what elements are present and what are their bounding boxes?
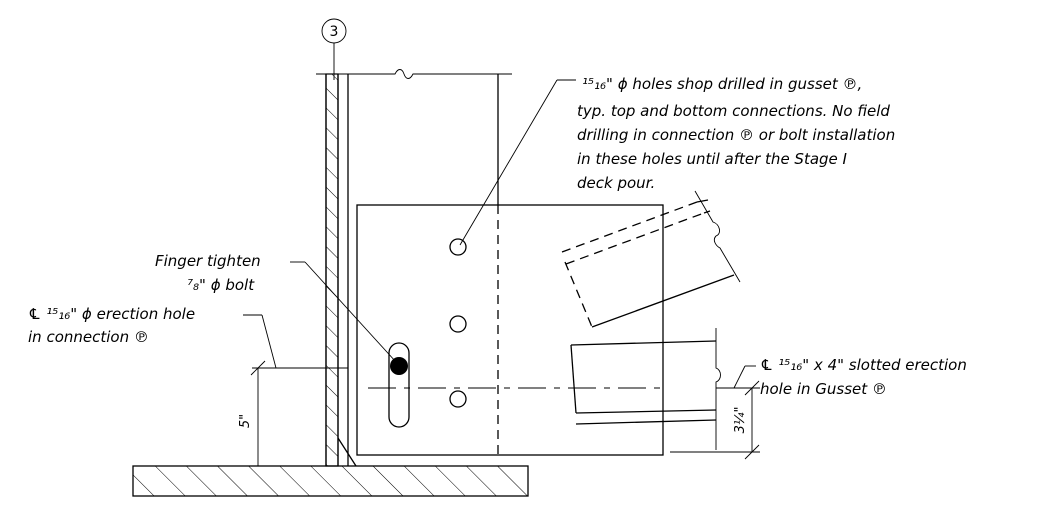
finger-tight-bolt [390, 357, 408, 375]
dimension-five-inch-label: 5" [238, 414, 253, 428]
top-break-line [316, 69, 512, 79]
note-finger-line-2: ⁷₈" ϕ bolt [187, 276, 255, 294]
note-holes-shop-drilled: ¹⁵₁₆" ϕ holes shop drilled in gusset ℗, … [577, 75, 895, 192]
note-slotted-hole: ℄ ¹⁵₁₆" x 4" slotted erection hole in Gu… [760, 356, 967, 398]
shop-drilled-holes [449, 238, 467, 408]
web-plate-section [325, 73, 339, 467]
column-web [325, 73, 499, 467]
dimension-five-inch: 5" [238, 360, 348, 466]
gridline-bubble: 3 [321, 18, 347, 80]
note-erection-line-2: in connection ℗ [28, 328, 149, 346]
gusset-plate [356, 204, 664, 456]
upper-brace [561, 190, 741, 328]
note-holes-line-3: drilling in connection ℗ or bolt install… [577, 126, 895, 144]
upper-brace-break [694, 190, 741, 283]
note-finger-tighten: Finger tighten ⁷₈" ϕ bolt [155, 252, 261, 294]
note-slotted-line-1: ℄ ¹⁵₁₆" x 4" slotted erection [760, 356, 967, 374]
note-finger-line-1: Finger tighten [155, 252, 261, 270]
note-holes-line-5: deck pour. [577, 174, 655, 192]
base-slab [132, 465, 529, 497]
dimension-three-quarter-label: 3¼" [733, 407, 748, 434]
hole-middle [449, 315, 467, 333]
leader-erection-hole [243, 314, 277, 369]
slot-outline [388, 342, 410, 428]
leader-holes-shop-drilled [459, 79, 576, 246]
leader-finger-tighten [290, 261, 397, 363]
dimension-three-quarter: 3¼" [670, 380, 760, 460]
lower-brace-break [715, 328, 721, 450]
note-holes-line-2: typ. top and bottom connections. No fiel… [577, 102, 890, 120]
lower-brace [570, 328, 721, 450]
gridline-label: 3 [330, 24, 339, 40]
note-holes-line-1: ¹⁵₁₆" ϕ holes shop drilled in gusset ℗, [582, 75, 862, 93]
leader-slotted-hole [733, 365, 756, 389]
base-stiffener [337, 437, 357, 467]
note-holes-line-4: in these holes until after the Stage I [577, 150, 848, 168]
slotted-erection-hole [388, 342, 410, 428]
note-erection-hole: ℄ ¹⁵₁₆" ϕ erection hole in connection ℗ [28, 305, 195, 346]
hole-top [449, 238, 467, 256]
hole-bottom [449, 390, 467, 408]
note-erection-line-1: ℄ ¹⁵₁₆" ϕ erection hole [28, 305, 195, 323]
note-slotted-line-2: hole in Gusset ℗ [760, 380, 887, 398]
